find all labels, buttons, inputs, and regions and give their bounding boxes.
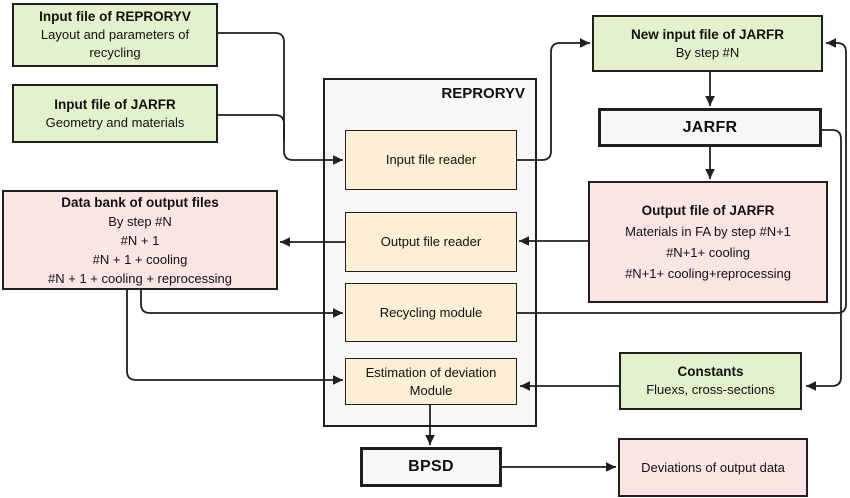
input-file-jarfr-line1: Geometry and materials: [45, 114, 185, 130]
input-file-reproryv-box: Input file of REPRORYV Layout and parame…: [12, 3, 218, 67]
bpsd-box: BPSD: [360, 447, 502, 487]
connector-jarfr-input-merge: [218, 114, 285, 140]
recycling-module-label: Recycling module: [379, 304, 483, 320]
input-file-reproryv-line2: recycling: [89, 45, 141, 60]
input-file-reproryv-title: Input file of REPRORYV: [39, 9, 191, 24]
input-file-reader-label: Input file reader: [385, 152, 477, 167]
new-input-file-jarfr-box: New input file of JARFR By step #N: [592, 15, 823, 72]
input-file-reader-box: Input file reader: [345, 130, 517, 190]
estimation-module-line2: Module: [409, 382, 453, 398]
input-file-reproryv-line1: Layout and parameters of: [40, 27, 190, 42]
new-input-file-jarfr-title: New input file of JARFR: [631, 26, 784, 42]
new-input-file-jarfr-line1: By step #N: [675, 44, 740, 60]
data-bank-line1: By step #N: [108, 213, 172, 229]
output-file-jarfr-box: Output file of JARFR Materials in FA by …: [588, 181, 828, 303]
input-file-jarfr-title: Input file of JARFR: [54, 96, 176, 112]
deviations-box: Deviations of output data: [618, 438, 808, 497]
output-file-reader-label: Output file reader: [380, 234, 482, 249]
output-file-reader-box: Output file reader: [345, 212, 517, 272]
estimation-module-box: Estimation of deviation Module: [345, 358, 517, 405]
connector-data-bank-to-estimation: [126, 290, 343, 385]
reproryv-title: REPRORYV: [441, 85, 525, 102]
data-bank-title: Data bank of output files: [61, 194, 219, 210]
deviations-label: Deviations of output data: [641, 459, 785, 475]
jarfr-title: JARFR: [682, 118, 738, 136]
data-bank-line3: #N + 1 + cooling: [92, 251, 188, 267]
estimation-module-line1: Estimation of deviation: [365, 364, 497, 380]
constants-box: Constants Fluexs, cross-sections: [619, 352, 802, 410]
jarfr-box: JARFR: [598, 108, 822, 147]
output-file-jarfr-line2: #N+1+ cooling: [666, 245, 750, 260]
output-file-jarfr-line3: #N+1+ cooling+reprocessing: [625, 266, 791, 281]
input-file-jarfr-box: Input file of JARFR Geometry and materia…: [12, 84, 218, 143]
recycling-module-box: Recycling module: [345, 283, 517, 342]
data-bank-box: Data bank of output files By step #N #N …: [2, 190, 278, 290]
constants-title: Constants: [677, 364, 744, 379]
constants-line1: Fluexs, cross-sections: [646, 382, 775, 397]
data-bank-line2: #N + 1: [120, 232, 160, 248]
connector-data-bank-to-recycling: [140, 290, 343, 318]
data-bank-line4: #N + 1 + cooling + reprocessing: [48, 270, 232, 286]
output-file-jarfr-title: Output file of JARFR: [641, 203, 775, 218]
output-file-jarfr-line1: Materials in FA by step #N+1: [625, 224, 791, 239]
bpsd-title: BPSD: [408, 458, 454, 475]
